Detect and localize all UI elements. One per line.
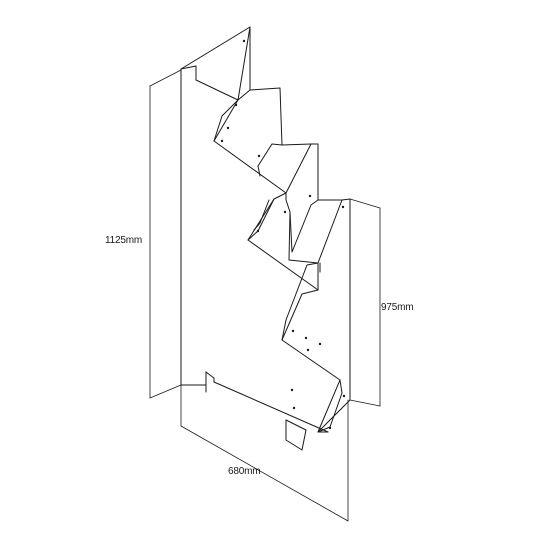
dimension-label-total-height: 1125mm <box>105 235 142 246</box>
dimension-width <box>180 384 349 522</box>
dimension-front-height <box>349 198 381 407</box>
dimension-total-height <box>149 69 182 399</box>
dimension-label-width: 680mm <box>228 466 261 477</box>
fixing-holes <box>220 39 346 430</box>
side-panel <box>180 65 215 386</box>
tread-returns <box>213 89 343 433</box>
dimension-label-front-height: 975mm <box>381 302 414 313</box>
stair-profile <box>180 26 351 433</box>
base-edge <box>205 371 329 451</box>
